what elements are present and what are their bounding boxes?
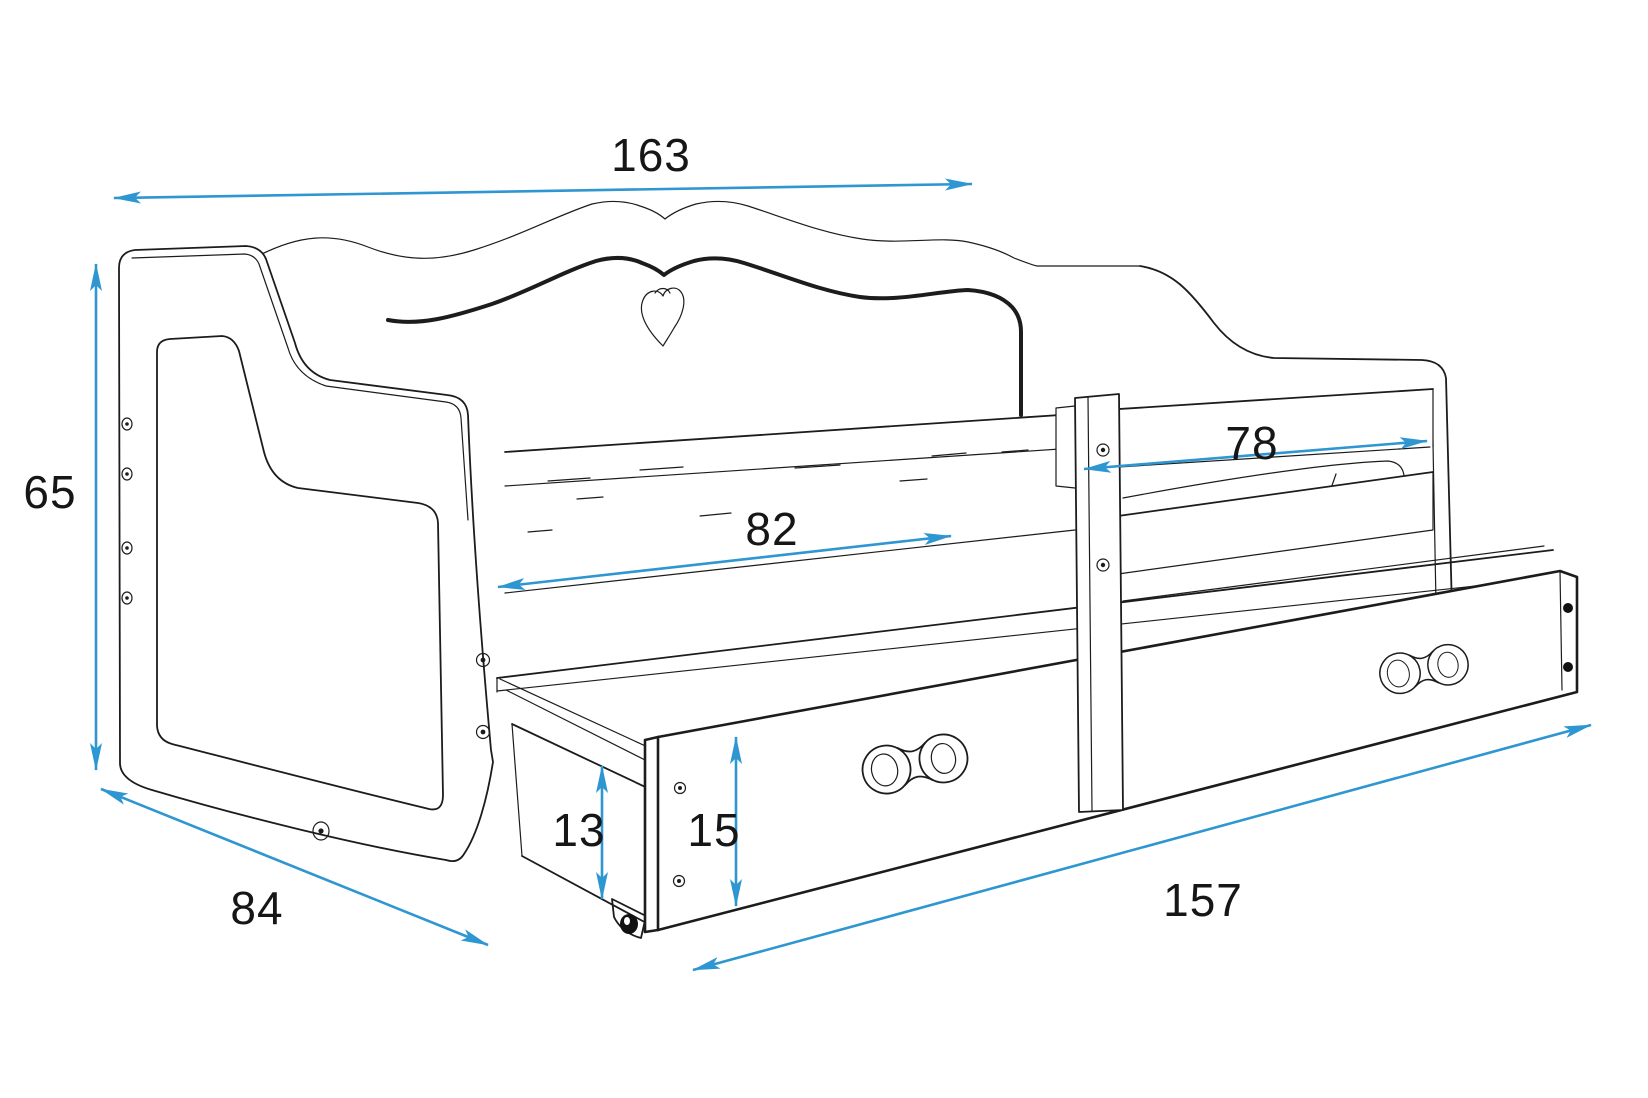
drawer-side-back-edge [511,723,523,857]
dim-sleep-surface-arrow [497,533,952,590]
base-rim-line-1 [499,678,653,750]
drawer [511,569,1579,939]
rail-back-plate [1055,405,1076,489]
dim-drawer-length-label: 157 [1163,874,1243,926]
rail-post-fill [1075,394,1123,812]
drawer-screws-right [1563,603,1573,672]
headboard-inner-panel [156,335,444,811]
dim-total-height-label: 65 [23,466,76,518]
drawer-right-end-edge [1559,570,1563,691]
mattress-top-front-edge [504,447,1076,487]
headboard-screws-right [475,652,491,740]
footboard-outline [1139,265,1453,611]
dim-drawer-length: 157 [692,723,1592,972]
drawer-side-top-edge [511,723,657,793]
rail-lower-board-bottom [1117,471,1434,575]
dim-rail-length-label: 78 [1225,417,1278,469]
drawer-caster-wheel [620,914,638,934]
dim-total-width-arrow [113,178,973,204]
backrest [255,200,1141,417]
drawer-side-fill [512,724,656,925]
dim-total-height: 65 [23,263,102,771]
dim-drawer-side-height: 13 [552,765,608,900]
dim-drawer-length-arrow [692,723,1592,972]
dimension-annotations: 163 65 84 82 78 13 15 157 [23,129,1592,972]
dim-total-width: 163 [113,129,973,204]
under-bed-line-1 [1122,545,1545,602]
dim-total-depth-arrow [100,787,489,947]
drawer-front-left-edge [643,735,660,934]
rail-upper-board-top [1071,388,1434,413]
base-bottom-edge [496,549,1554,679]
backrest-outer-edge [255,200,1141,267]
drawer-screws-left [672,781,687,888]
mattress-texture-dashes [527,449,1029,533]
drawer-handle-right [1379,643,1469,695]
headboard-screws-left [121,417,133,605]
dim-sleep-surface-label: 82 [745,503,798,555]
headboard-edge-thickness [131,253,469,521]
drawer-caster-hub [624,917,630,925]
rail-lower-board-fill [1118,472,1433,574]
dim-drawer-front-height-label: 15 [687,804,740,856]
heart-motif [640,287,685,347]
backrest-inner-edge [386,256,1023,417]
dim-rail-length: 78 [1083,417,1428,473]
dim-total-depth: 84 [100,787,489,947]
rail-lower-board-top [1117,471,1434,517]
mattress-top-back-edge [504,413,1076,453]
dim-total-depth-label: 84 [230,882,283,934]
base-rim-line-2 [505,689,656,766]
dim-drawer-side-height-label: 13 [552,804,605,856]
dim-sleep-surface-length: 82 [497,503,952,590]
base-lower-edge [496,577,1551,692]
headboard [118,245,494,863]
dim-total-width-label: 163 [611,129,691,181]
dim-rail-length-arrow [1083,437,1428,473]
drawer-side-bottom-edge [521,855,651,926]
rail-back-plate-fill [1056,406,1075,488]
